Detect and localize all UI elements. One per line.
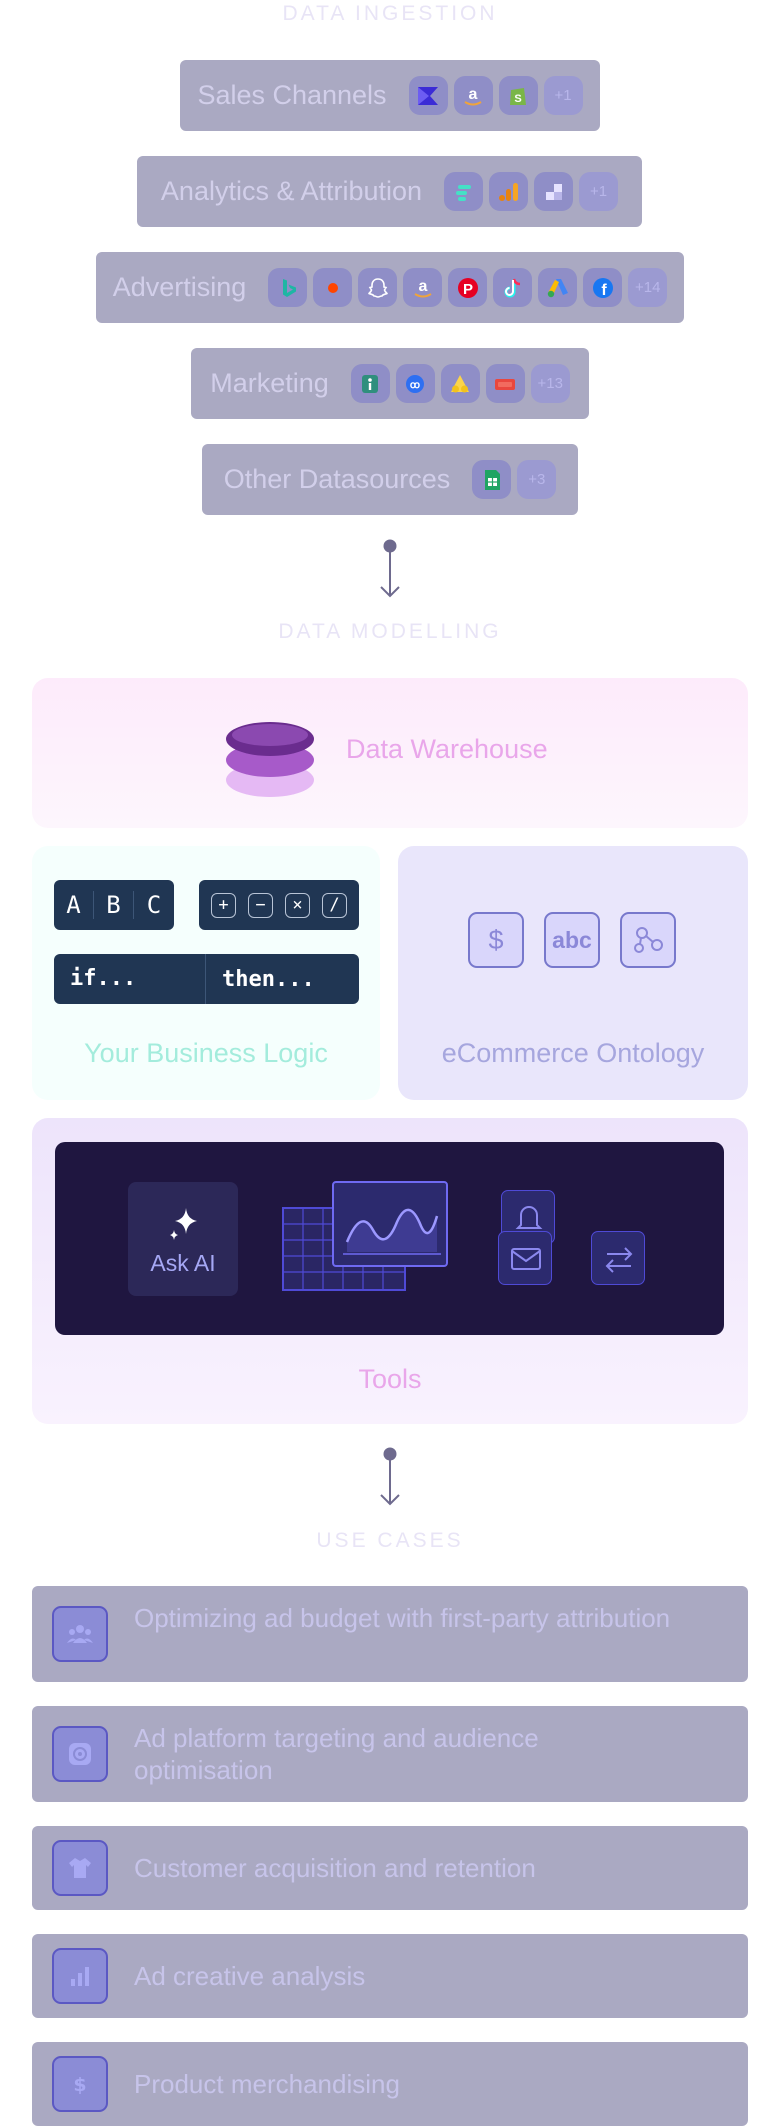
svg-text:a: a bbox=[418, 278, 427, 295]
swap-arrows-icon bbox=[591, 1231, 645, 1285]
use-case-creative: Ad creative analysis bbox=[32, 1934, 748, 2018]
use-case-label: Product merchandising bbox=[134, 2069, 400, 2099]
klaviyo-logo bbox=[350, 364, 390, 403]
google-ads-logo bbox=[538, 268, 578, 307]
triple-whale-logo bbox=[444, 172, 484, 211]
dollar-icon: $ bbox=[468, 912, 524, 968]
database-stack-icon bbox=[226, 722, 314, 797]
amazon-logo: a bbox=[453, 76, 493, 115]
ask-ai-label: Ask AI bbox=[150, 1250, 216, 1276]
ask-ai-card: Ask AI bbox=[128, 1182, 238, 1296]
use-case-ad-budget: Optimizing ad budget with first-party at… bbox=[32, 1586, 748, 1682]
postscript-logo bbox=[485, 364, 525, 403]
business-logic-label: Your Business Logic bbox=[84, 1038, 328, 1068]
more-sources-badge: +14 bbox=[628, 268, 668, 307]
bar-chart-icon bbox=[52, 1948, 108, 2004]
reddit-logo bbox=[313, 268, 353, 307]
more-sources-badge: +3 bbox=[517, 460, 557, 499]
data-warehouse-panel: Data Warehouse bbox=[32, 678, 748, 828]
yotpo-logo bbox=[440, 364, 480, 403]
source-label: Advertising bbox=[112, 272, 247, 302]
variables-block: A B C bbox=[54, 880, 174, 930]
use-case-targeting: Ad platform targeting and audience optim… bbox=[32, 1706, 748, 1802]
data-warehouse-label: Data Warehouse bbox=[346, 734, 548, 764]
google-sheets-logo bbox=[472, 460, 512, 499]
target-icon bbox=[52, 1726, 108, 1782]
source-card-sales-channels: Sales Channels a S +1 bbox=[180, 60, 600, 131]
bing-logo bbox=[268, 268, 308, 307]
source-label: Analytics & Attribution bbox=[160, 176, 423, 206]
svg-text:ꝏ: ꝏ bbox=[410, 380, 420, 391]
source-card-marketing: Marketing ꝏ +13 bbox=[191, 348, 589, 419]
source-label: Sales Channels bbox=[197, 80, 387, 110]
ecommerce-ontology-panel: $ abc eCommerce Ontology bbox=[398, 846, 748, 1100]
dashboard-chart-icon bbox=[282, 1181, 448, 1291]
svg-text:P: P bbox=[463, 281, 473, 298]
tools-showcase: Ask AI bbox=[55, 1142, 724, 1335]
attentive-logo: ꝏ bbox=[395, 364, 435, 403]
team-icon bbox=[52, 1606, 108, 1662]
variable-c: C bbox=[146, 891, 162, 919]
multiply-operator: × bbox=[285, 892, 310, 918]
more-sources-badge: +1 bbox=[543, 76, 583, 115]
source-card-analytics-attribution: Analytics & Attribution +1 bbox=[137, 156, 642, 227]
abc-icon: abc bbox=[544, 912, 600, 968]
then-clause: then... bbox=[222, 966, 315, 992]
use-case-label: Optimizing ad budget with first-party at… bbox=[134, 1603, 671, 1633]
graph-nodes-icon bbox=[620, 912, 676, 968]
variable-a: A bbox=[54, 891, 94, 919]
section-heading-use-cases: USE CASES bbox=[316, 1529, 464, 1552]
use-case-acquisition: Customer acquisition and retention bbox=[32, 1826, 748, 1910]
northbeam-logo bbox=[534, 172, 574, 211]
plus-operator: + bbox=[211, 892, 236, 918]
svg-text:a: a bbox=[469, 86, 478, 103]
svg-text:f: f bbox=[601, 282, 607, 299]
flow-arrow-down bbox=[380, 539, 400, 598]
tools-panel: Ask AI Tools bbox=[32, 1118, 748, 1424]
sparkle-icon bbox=[170, 1208, 197, 1240]
google-analytics-logo bbox=[489, 172, 529, 211]
section-heading-modelling: DATA MODELLING bbox=[278, 620, 502, 643]
conditional-block: if... then... bbox=[54, 954, 359, 1004]
facebook-logo: f bbox=[583, 268, 623, 307]
divide-operator: / bbox=[322, 892, 347, 918]
use-case-label: Ad platform targeting and audience optim… bbox=[134, 1723, 539, 1785]
business-logic-panel: A B C + − × / if... then... Your Busines… bbox=[32, 846, 380, 1100]
use-case-merchandising: $ Product merchandising bbox=[32, 2042, 748, 2126]
tiktok-logo bbox=[493, 268, 533, 307]
source-label: Other Datasources bbox=[223, 464, 451, 494]
mail-icon bbox=[498, 1231, 552, 1285]
use-case-label: Ad creative analysis bbox=[134, 1961, 366, 1991]
amazon-ads-logo: a bbox=[403, 268, 443, 307]
more-sources-badge: +13 bbox=[530, 364, 570, 403]
minus-operator: − bbox=[248, 892, 273, 918]
use-case-label: Customer acquisition and retention bbox=[134, 1853, 536, 1883]
if-clause: if... bbox=[54, 954, 206, 1004]
klaviyo-logo bbox=[408, 76, 448, 115]
source-label: Marketing bbox=[210, 368, 329, 398]
section-heading-ingestion: DATA INGESTION bbox=[282, 2, 498, 25]
operators-block: + − × / bbox=[199, 880, 359, 930]
dollar-tag-icon: $ bbox=[52, 2056, 108, 2112]
source-card-other-datasources: Other Datasources +3 bbox=[202, 444, 578, 515]
shirt-icon bbox=[52, 1840, 108, 1896]
pinterest-logo: P bbox=[448, 268, 488, 307]
svg-text:S: S bbox=[514, 93, 521, 105]
ecommerce-ontology-label: eCommerce Ontology bbox=[441, 1038, 705, 1068]
more-sources-badge: +1 bbox=[579, 172, 619, 211]
flow-arrow-down bbox=[380, 1447, 400, 1506]
tools-label: Tools bbox=[358, 1364, 422, 1394]
svg-text:$: $ bbox=[73, 2074, 86, 2096]
snapchat-logo bbox=[358, 268, 398, 307]
shopify-logo: S bbox=[498, 76, 538, 115]
source-card-advertising: Advertising a P f +14 bbox=[96, 252, 684, 323]
variable-b: B bbox=[94, 891, 134, 919]
